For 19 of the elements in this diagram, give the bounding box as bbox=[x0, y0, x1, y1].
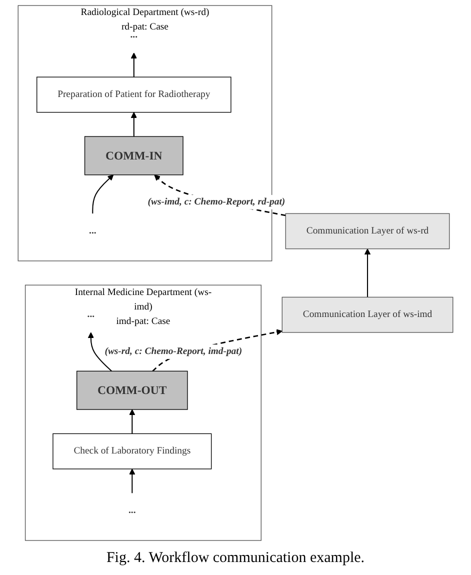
node-text: ... bbox=[89, 226, 96, 236]
arrow bbox=[130, 112, 137, 136]
node-box: Preparation of Patient for Radiotherapy bbox=[36, 76, 232, 113]
edge-label: (ws-imd, c: Chemo-Report, rd-pat) bbox=[148, 196, 286, 208]
arrow bbox=[88, 332, 112, 372]
figure-caption: Fig. 4. Workflow communication example. bbox=[106, 549, 365, 568]
arrow bbox=[92, 174, 114, 214]
node-box: Check of Laboratory Findings bbox=[52, 433, 212, 470]
node-box: COMM-OUT bbox=[76, 370, 188, 410]
arrow bbox=[364, 248, 371, 298]
arrow bbox=[130, 52, 137, 78]
node-box: Communication Layer of ws-rd bbox=[285, 213, 450, 250]
node-box: Communication Layer of ws-imd bbox=[282, 296, 454, 333]
node-text: ... bbox=[87, 310, 95, 320]
node-text: ... bbox=[128, 506, 136, 516]
node-box: COMM-IN bbox=[84, 136, 184, 176]
arrow bbox=[129, 409, 136, 434]
arrow bbox=[129, 468, 136, 494]
edge-label: (ws-rd, c: Chemo-Report, imd-pat) bbox=[104, 346, 242, 357]
